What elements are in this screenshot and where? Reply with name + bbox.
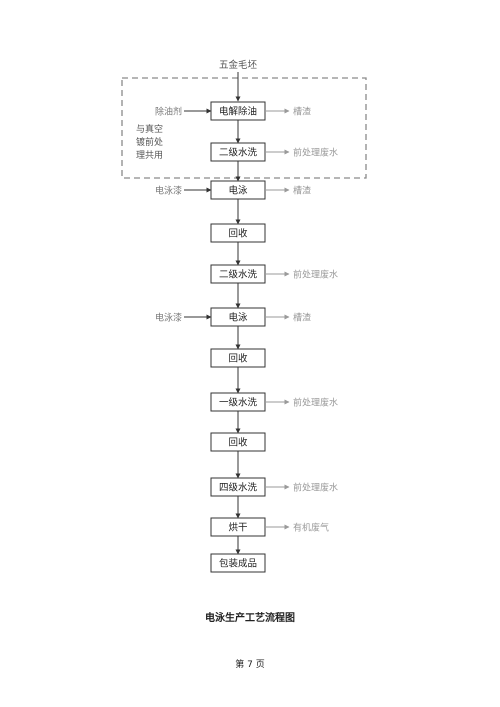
step-label: 二级水洗 [219, 269, 258, 281]
step-label: 电解除油 [219, 106, 257, 118]
step-output-label: 前处理废水 [293, 269, 338, 281]
step-output-label: 槽渣 [293, 185, 311, 197]
shared-pretreatment-group-box [121, 77, 367, 179]
group-note-line-2: 镀前处 [136, 136, 163, 148]
page-number: 第 7 页 [235, 660, 265, 670]
step-label: 电泳 [228, 185, 248, 197]
step-label: 包装成品 [219, 558, 257, 570]
process-steps: 电解除油除油剂槽渣二级水洗前处理废水电泳电泳漆槽渣回收二级水洗前处理废水电泳电泳… [155, 101, 338, 573]
step-label: 二级水洗 [219, 147, 258, 159]
step-input-label: 电泳漆 [155, 185, 182, 197]
group-note-line-1: 与真空 [136, 123, 163, 135]
step-label: 烘干 [228, 522, 247, 534]
step-output-label: 前处理废水 [293, 147, 338, 159]
diagram-title: 电泳生产工艺流程图 [205, 613, 295, 624]
step-output-label: 槽渣 [293, 312, 311, 324]
group-note-line-3: 理共用 [136, 150, 163, 161]
step-input-label: 除油剂 [155, 106, 182, 118]
step-output-label: 前处理废水 [293, 482, 338, 494]
step-label: 回收 [228, 228, 248, 240]
step-output-label: 槽渣 [293, 106, 311, 118]
raw-material-label: 五金毛坯 [219, 59, 258, 71]
step-output-label: 前处理废水 [293, 397, 338, 409]
step-label: 电泳 [228, 312, 248, 324]
step-label: 回收 [228, 437, 248, 449]
step-box [210, 553, 266, 573]
step-output-label: 有机废气 [293, 522, 329, 534]
step-input-label: 电泳漆 [155, 312, 182, 324]
step-label: 一级水洗 [219, 397, 258, 409]
step-label: 四级水洗 [219, 482, 258, 494]
step-label: 回收 [228, 353, 248, 365]
